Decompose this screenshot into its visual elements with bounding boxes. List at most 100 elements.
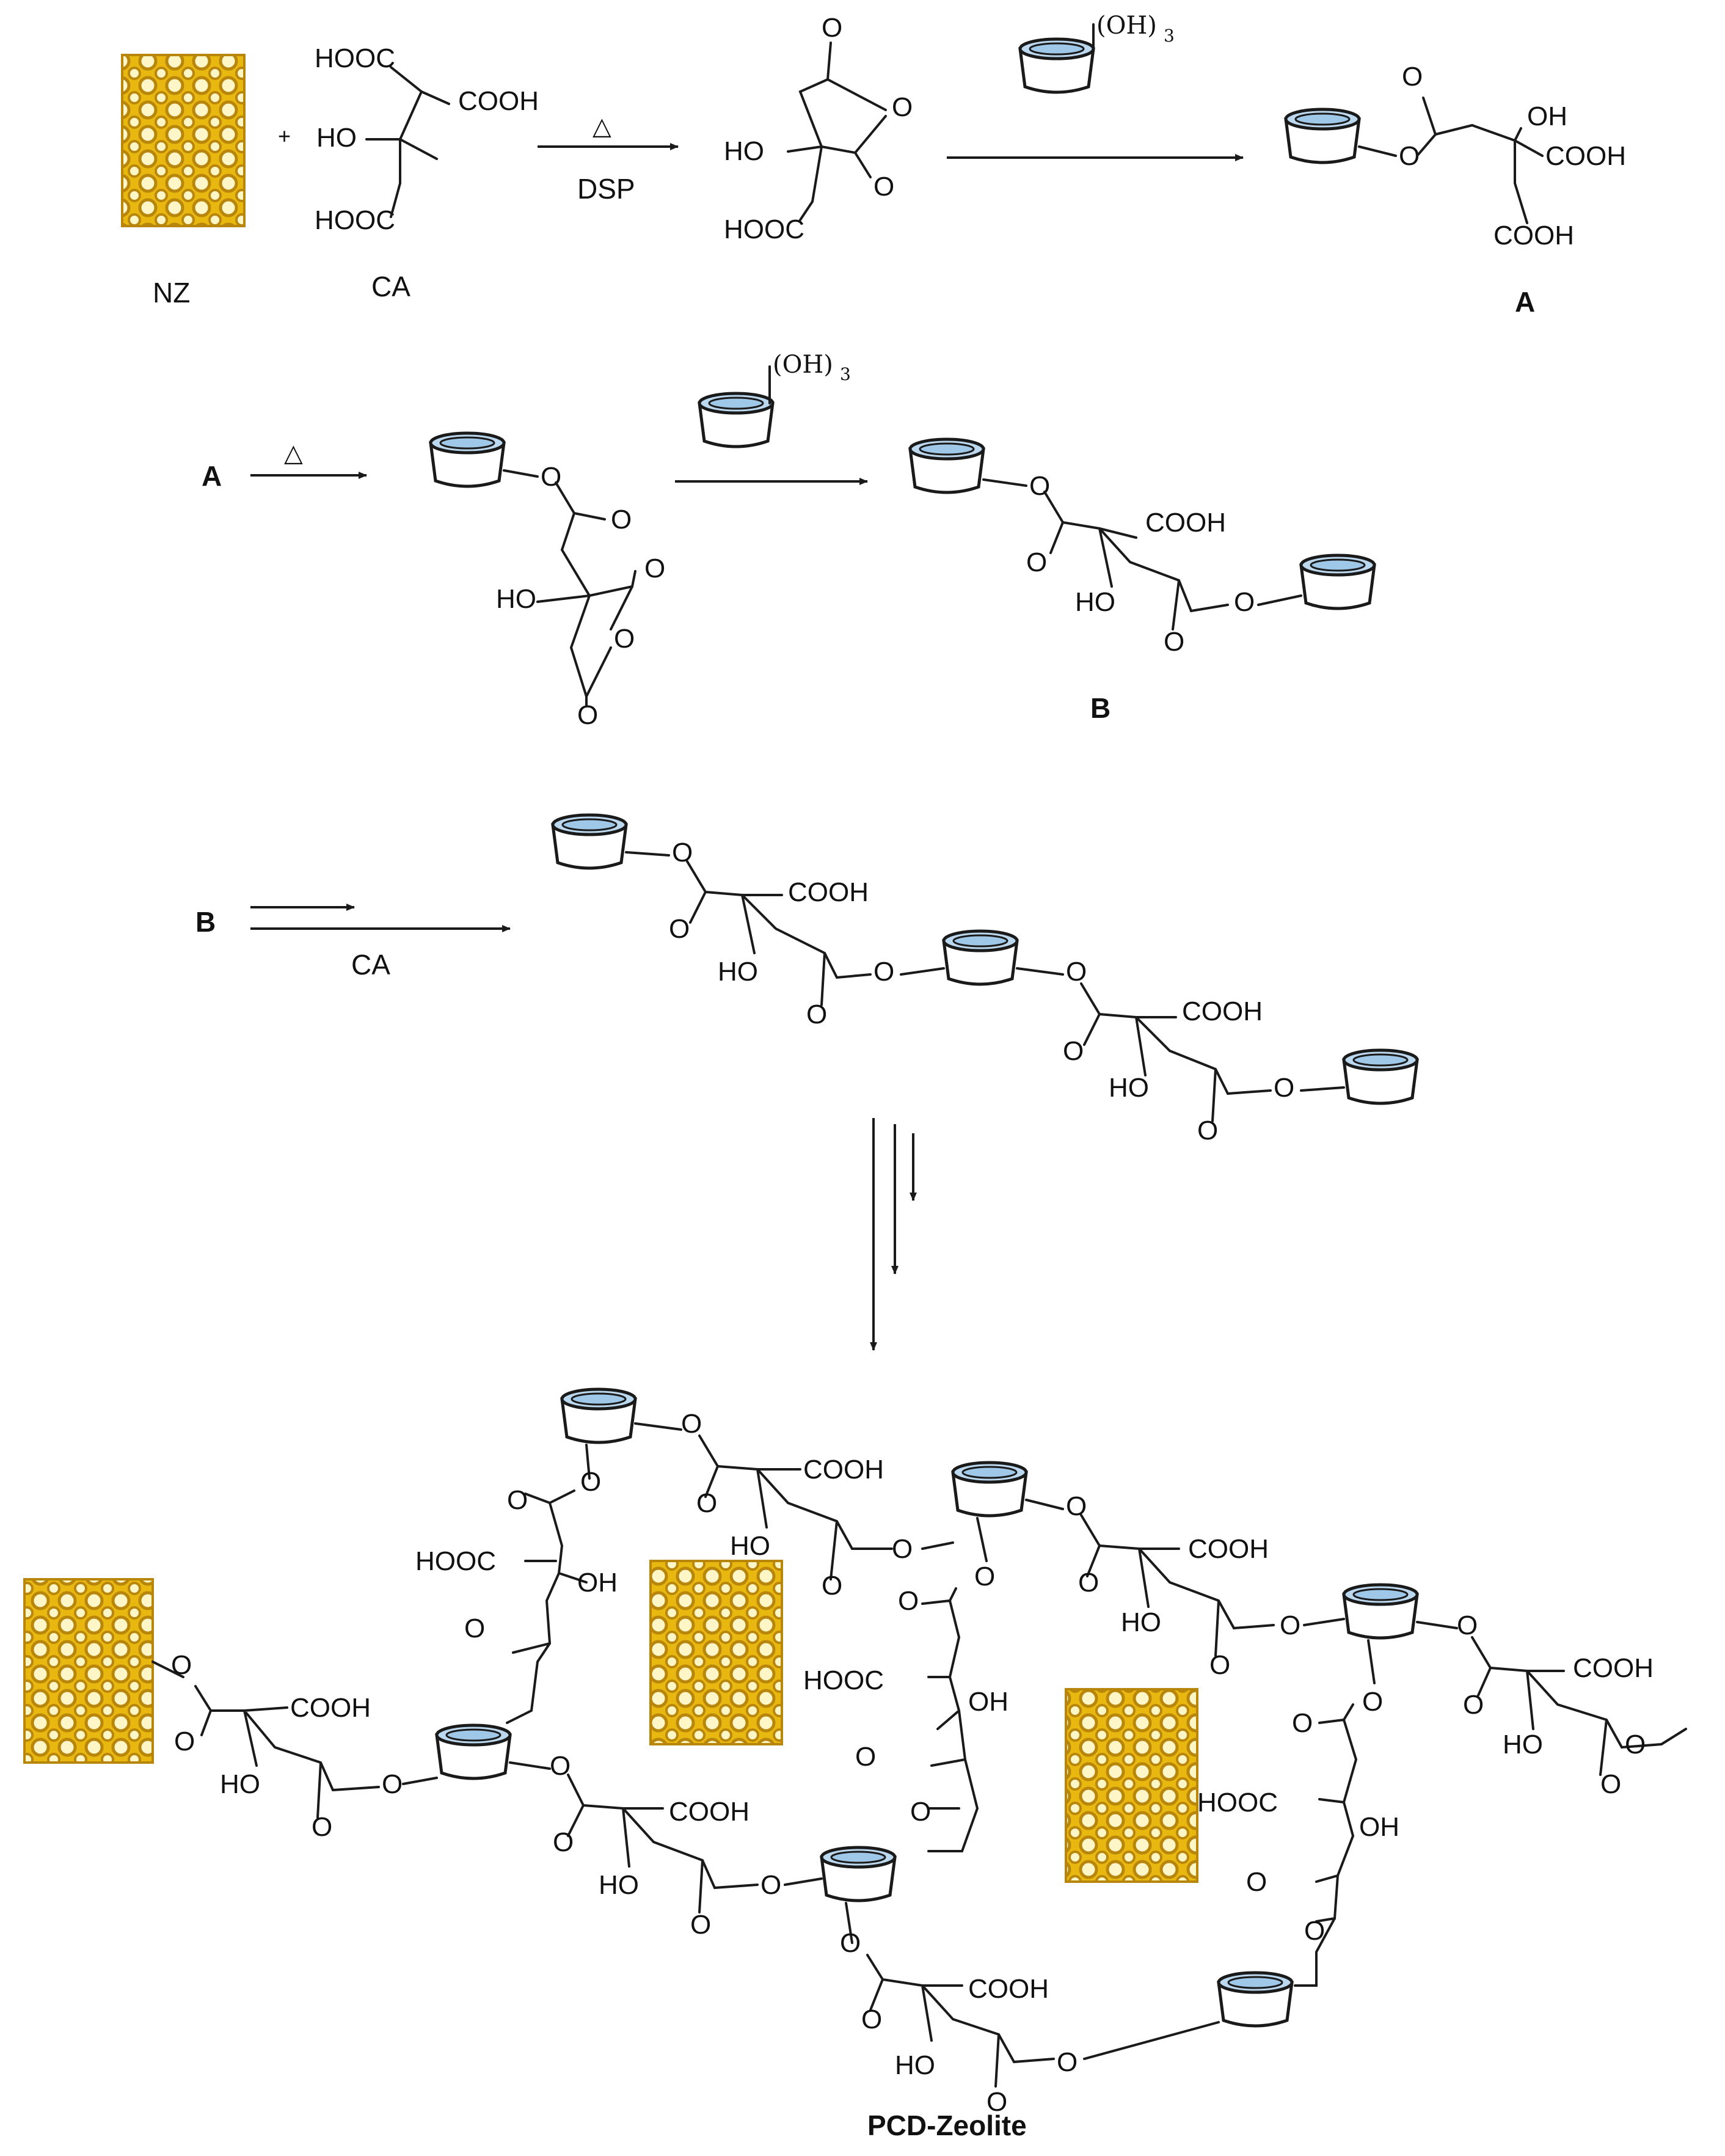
n-o-28: O [1362,1687,1383,1717]
n-cooh-6: COOH [968,1974,1049,2004]
n-cooh-1: COOH [803,1455,884,1485]
i-o-ring2: O [614,624,635,654]
o-o-4: O [806,999,827,1029]
n-hooc-1: HOOC [415,1546,496,1576]
n-cooh-4: COOH [1188,1534,1269,1564]
n-o-17: O [898,1586,919,1616]
n-o-3: O [892,1534,913,1564]
anh-o-ring: O [892,92,913,122]
n-o-14: O [760,1870,781,1900]
label-a: A [1515,286,1535,318]
n-oh-2: OH [968,1687,1008,1717]
label-a-start: A [202,460,222,492]
zeolite-left [23,1578,154,1764]
b-o-2: O [1026,547,1047,577]
a-oh: OH [1527,101,1567,131]
n-o-25: O [1463,1690,1484,1720]
n-o-29: O [1292,1708,1313,1738]
oh3-sub-1: 3 [1164,26,1175,46]
n-ho-1: HO [730,1531,770,1561]
ca-cooh-right: COOH [458,86,539,116]
ca-label: CA [371,271,410,302]
o-cooh-1: COOH [788,877,869,907]
n-cooh-5: COOH [1573,1653,1654,1683]
n-oh-3: OH [1359,1812,1399,1842]
intermediate-anhydride-structure: O O O O O HO [431,433,665,730]
oh3-sub-2: 3 [840,364,851,384]
n-o-4: O [822,1571,842,1601]
i-o-carbonyl: O [611,505,632,535]
n-ho-2: HO [220,1769,260,1799]
product-b-structure: O O COOH HO O O [910,439,1374,657]
n-oh-1: OH [577,1568,618,1598]
b-o-4: O [1164,627,1184,657]
n-o-11: O [312,1812,332,1842]
n-o-35: O [986,2087,1007,2117]
heat-symbol-2: △ [284,439,303,467]
n-o-24: O [1457,1610,1478,1640]
oligomer-structure: O O COOH HO O O O O COOH HO O O [553,815,1417,1146]
ca-ho: HO [316,123,357,153]
n-o-1: O [681,1409,702,1439]
o-cooh-2: COOH [1182,996,1263,1026]
b-ho: HO [1075,587,1115,617]
n-o-32: O [840,1928,861,1958]
a-cooh-2: COOH [1493,221,1574,250]
n-o-31: O [1304,1916,1325,1946]
n-hooc-3: HOOC [1197,1788,1278,1818]
n-hooc-2: HOOC [803,1665,884,1695]
pcd-zeolite-label: PCD-Zeolite [867,2110,1027,2141]
n-o-7: O [464,1613,485,1643]
ca-hooc-top: HOOC [315,43,395,73]
product-a-structure: O O OH COOH COOH [1286,62,1626,250]
o-o-7: O [1274,1073,1294,1103]
label-b: B [1090,692,1110,724]
o-o-3: O [873,957,894,987]
n-o-22: O [1280,1610,1300,1640]
n-o-34: O [1057,2047,1078,2077]
a-o-carbonyl: O [1402,62,1423,92]
n-o-33: O [861,2004,882,2034]
n-o-12: O [550,1751,571,1781]
o-o-8: O [1197,1116,1218,1146]
n-ho-4: HO [1121,1607,1161,1637]
zeolite-center [649,1560,783,1745]
cd-reagent-2 [699,393,773,447]
anh-o-right: O [873,172,894,202]
network-group-labels: O O COOH HO O O O O HOOC OH O O O COOH H… [171,1409,1654,2117]
citric-anhydride-structure: O O O HO HOOC [724,13,913,244]
oh3-label-1: (OH) [1096,12,1157,40]
plus-sign: + [278,123,291,148]
i-o-ring3: O [577,700,598,730]
n-o-21: O [1078,1568,1099,1598]
o-o-5: O [1066,957,1087,987]
heat-symbol-1: △ [593,112,611,141]
b-o-3: O [1234,587,1255,617]
n-o-19: O [910,1797,931,1827]
n-o-5: O [580,1467,601,1497]
dsp-label: DSP [577,173,635,205]
n-o-20: O [1066,1491,1087,1521]
i-ho: HO [496,584,536,614]
o-o-6: O [1063,1036,1084,1066]
n-o-8: O [171,1650,192,1680]
o-o-1: O [672,838,693,868]
n-ho-3: HO [599,1870,639,1900]
o-ho-1: HO [718,957,758,987]
n-o-9: O [174,1727,195,1756]
n-cooh-3: COOH [669,1797,749,1827]
n-ho-5: HO [1503,1730,1543,1760]
oh3-label-2: (OH) [773,351,833,379]
zeolite-nz-image [121,54,246,227]
n-o-6: O [507,1485,528,1515]
i-o-ring1: O [644,554,665,583]
n-o-2: O [696,1488,717,1518]
anh-hooc: HOOC [724,214,804,244]
a-cooh-1: COOH [1545,141,1626,171]
n-o-23: O [1209,1650,1230,1680]
citric-acid-structure: HOOC COOH HO HOOC [315,43,539,235]
n-o-27: O [1600,1769,1621,1799]
o-o-2: O [669,914,690,944]
n-o-16: O [974,1562,995,1591]
